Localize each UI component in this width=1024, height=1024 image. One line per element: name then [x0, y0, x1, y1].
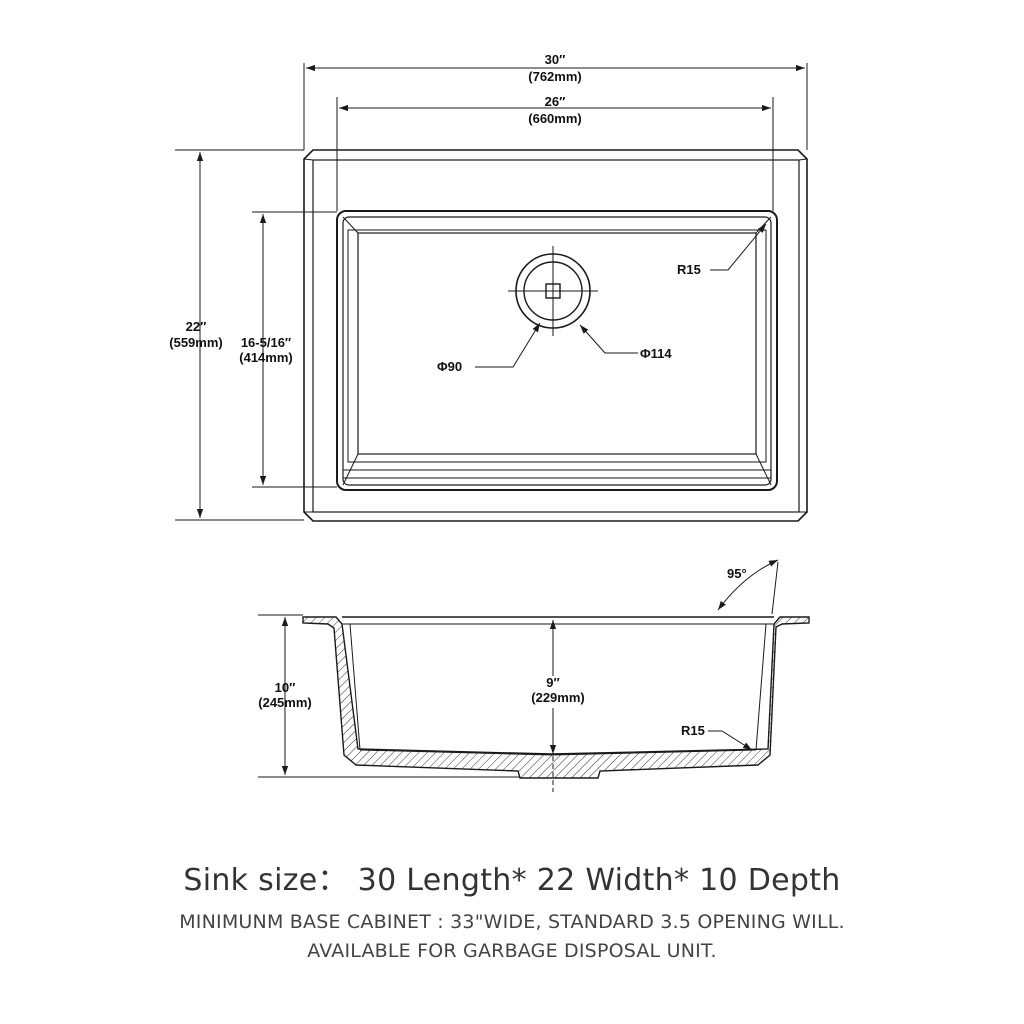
- bowl-depth-inches: 16-5/16″: [241, 335, 291, 350]
- outer-rim: [303, 149, 808, 522]
- dimension-total-width: 30″ (762mm): [303, 52, 808, 150]
- drain-inner-label: Φ90: [437, 359, 462, 374]
- sink-size-title: Sink size： 30 Length* 22 Width* 10 Depth: [183, 863, 841, 898]
- total-depth-mm: (559mm): [169, 335, 222, 350]
- total-depth-inches: 22″: [186, 319, 207, 334]
- total-width-inches: 30″: [545, 52, 566, 67]
- cabinet-note-line-1: MINIMUNM BASE CABINET : 33"WIDE, STANDAR…: [179, 911, 845, 933]
- bowl-depth-mm: (414mm): [239, 350, 292, 365]
- drain-outer-callout: Φ114: [579, 324, 672, 361]
- total-width-mm: (762mm): [528, 69, 581, 84]
- angle-callout: 95°: [717, 559, 779, 615]
- bottom-radius-callout: R15: [681, 723, 753, 751]
- bottom-radius-label: R15: [681, 723, 705, 738]
- angle-label: 95°: [727, 566, 747, 581]
- bowl-inner-lines: [342, 616, 774, 756]
- drain-icon: [508, 246, 598, 336]
- dimension-bowl-width: 26″ (660mm): [336, 94, 774, 211]
- corner-radius-callout: R15: [677, 223, 767, 277]
- dimension-total-depth: 22″ (559mm): [169, 149, 304, 521]
- dimension-bowl-depth: 16-5/16″ (414mm): [239, 211, 337, 488]
- side-total-depth-mm: (245mm): [258, 695, 311, 710]
- drain-inner-callout: Φ90: [437, 322, 541, 374]
- dimension-side-total-depth: 10″ (245mm): [258, 614, 520, 778]
- corner-radius-label: R15: [677, 262, 701, 277]
- bowl-width-inches: 26″: [545, 94, 566, 109]
- bowl-width-mm: (660mm): [528, 111, 581, 126]
- cabinet-note-line-2: AVAILABLE FOR GARBAGE DISPOSAL UNIT.: [307, 940, 717, 962]
- dimension-side-bowl-depth: 9″ (229mm): [531, 620, 585, 792]
- side-bowl-depth-inches: 9″: [546, 675, 559, 690]
- side-view: 95° 10″ (245mm) 9″ (229mm) R15: [258, 559, 810, 792]
- side-bowl-depth-mm: (229mm): [531, 690, 584, 705]
- side-total-depth-inches: 10″: [275, 680, 296, 695]
- sink-wall-section: [302, 616, 810, 779]
- drain-outer-label: Φ114: [640, 346, 672, 361]
- top-view: 30″ (762mm) 26″ (660mm) 22″ (559mm) 16-5…: [169, 52, 808, 522]
- bowl-outline: [336, 210, 778, 491]
